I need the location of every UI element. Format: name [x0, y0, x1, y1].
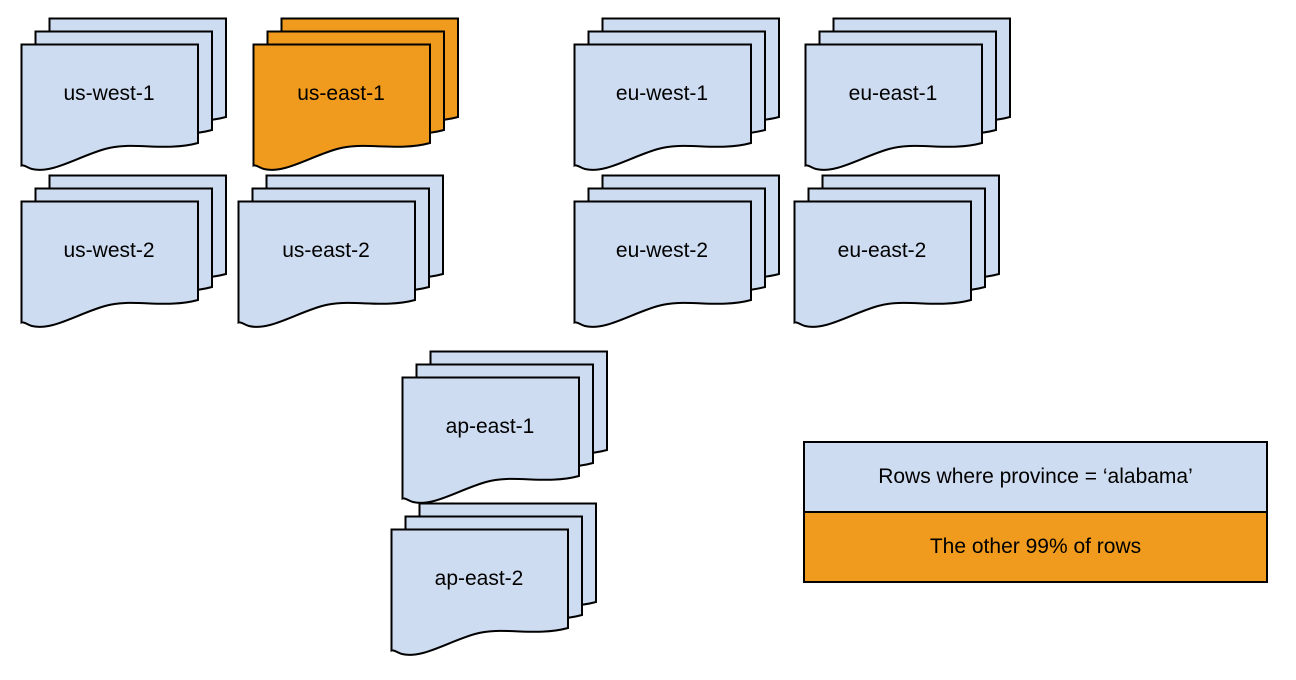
document-stack-icon: [20, 17, 227, 171]
document-stack-icon: [252, 17, 459, 171]
region-stack-eu-west-1: eu-west-1: [573, 17, 781, 177]
document-stack-icon: [573, 174, 780, 328]
region-stack-us-east-2: us-east-2: [237, 174, 445, 334]
region-stack-us-east-1: us-east-1: [252, 17, 460, 177]
document-stack-icon: [390, 502, 597, 656]
document-stack-icon: [237, 174, 444, 328]
legend: Rows where province = ‘alabama’ The othe…: [803, 441, 1268, 583]
document-stack-icon: [20, 174, 227, 328]
region-stack-eu-west-2: eu-west-2: [573, 174, 781, 334]
document-stack-icon: [573, 17, 780, 171]
legend-item-label: Rows where province = ‘alabama’: [878, 465, 1193, 488]
region-stack-ap-east-2: ap-east-2: [390, 502, 598, 662]
legend-item-label: The other 99% of rows: [929, 535, 1142, 558]
region-stack-us-west-1: us-west-1: [20, 17, 228, 177]
region-stack-eu-east-2: eu-east-2: [793, 174, 1001, 334]
document-stack-icon: [804, 17, 1011, 171]
document-stack-icon: [401, 350, 608, 504]
region-stack-eu-east-1: eu-east-1: [804, 17, 1012, 177]
region-stack-us-west-2: us-west-2: [20, 174, 228, 334]
legend-item-alabama-rows: Rows where province = ‘alabama’: [805, 443, 1266, 511]
legend-item-other-rows: The other 99% of rows: [805, 511, 1266, 581]
document-stack-icon: [793, 174, 1000, 328]
region-stack-ap-east-1: ap-east-1: [401, 350, 609, 510]
